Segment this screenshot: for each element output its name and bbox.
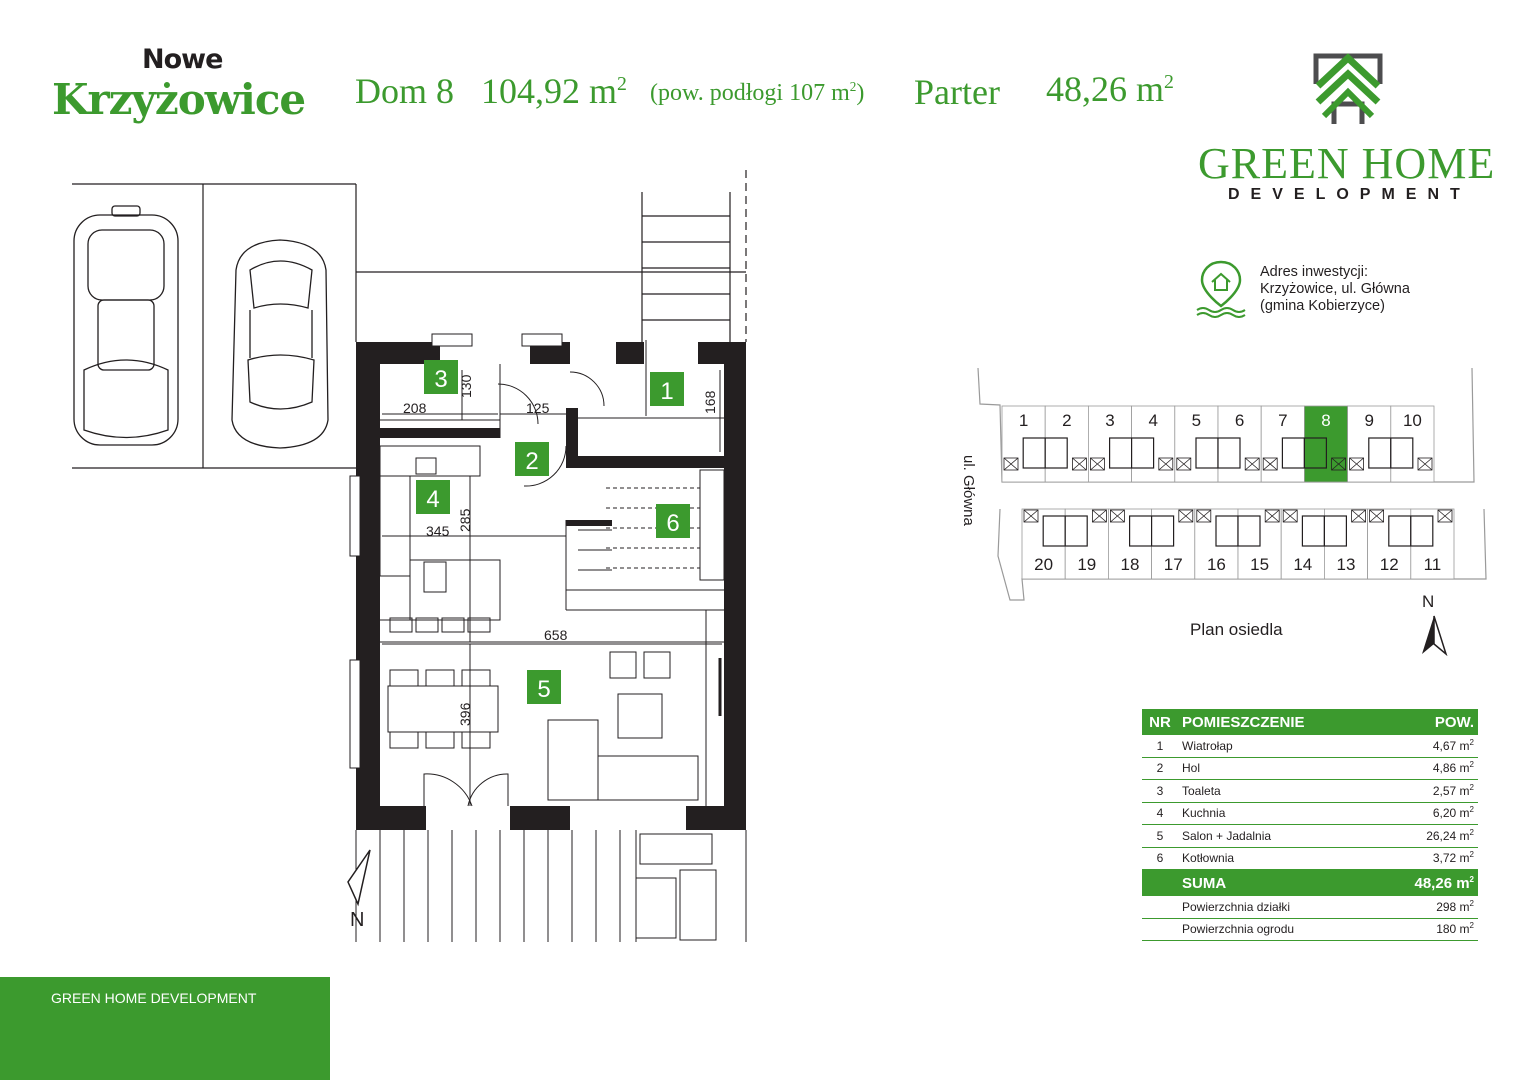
header-area: POW. (1375, 709, 1478, 735)
plot-bottom-13: 13 (1323, 508, 1368, 580)
plot-top-6: 6 (1217, 405, 1262, 483)
plot-top-5: 5 (1174, 405, 1219, 483)
plot-label: 11 (1424, 555, 1442, 574)
room-badge-2: 2 (525, 448, 538, 475)
plot-label: 20 (1034, 555, 1053, 574)
site-plan-title: Plan osiedla (1190, 620, 1283, 639)
plot-top-8: 8 (1303, 405, 1348, 483)
street-label: ul. Główna (960, 455, 977, 527)
room-badge-6: 6 (666, 510, 679, 537)
brand-prefix: Nowe (142, 44, 223, 75)
plot-top-9: 9 (1347, 405, 1392, 483)
plot-top-2: 2 (1044, 405, 1089, 483)
floor-plan: 3 1 2 4 6 5 208 125 130 168 285 345 658 … (72, 170, 747, 942)
room-badge-1: 1 (660, 378, 673, 405)
plot-label: 9 (1364, 411, 1373, 430)
plot-top-1: 1 (1001, 405, 1046, 483)
plot-label: 10 (1403, 411, 1422, 430)
plot-top-3: 3 (1087, 405, 1133, 483)
plot-label: 15 (1250, 555, 1269, 574)
plot-bottom-20: 20 (1021, 508, 1066, 580)
room-table: NR POMIESZCZENIE POW. 1 Wiatrołap 4,67 m… (1142, 709, 1478, 941)
plot-label: 19 (1077, 555, 1096, 574)
dim-396: 396 (457, 702, 473, 726)
plot-label: 14 (1293, 555, 1312, 574)
plot-label: 4 (1148, 411, 1157, 430)
plot-bottom-11: 11 (1410, 508, 1455, 580)
plot-top-7: 7 (1260, 405, 1305, 483)
table-sum-row: SUMA 48,26 m2 (1142, 869, 1478, 896)
table-row: 1 Wiatrołap 4,67 m2 (1142, 735, 1478, 758)
dim-208: 208 (403, 400, 427, 416)
dim-130: 130 (458, 374, 474, 398)
plot-label: 6 (1235, 411, 1244, 430)
dim-345: 345 (426, 523, 450, 539)
plot-bottom-14: 14 (1280, 508, 1325, 580)
company-name: GREEN HOME (1198, 139, 1496, 188)
house-number: Dom 8 (355, 71, 454, 111)
plot-bottom-18: 18 (1107, 508, 1153, 580)
plot-bottom-15: 15 (1237, 508, 1282, 580)
address-block: Adres inwestycji: Krzyżowice, ul. Główna… (1260, 264, 1410, 315)
company-subtitle: DEVELOPMENT (1228, 186, 1471, 203)
car-1-icon (73, 205, 179, 446)
address-line-1: Krzyżowice, ul. Główna (1260, 281, 1410, 297)
footer-text: GREEN HOME DEVELOPMENT (51, 990, 257, 1006)
header-nr: NR (1142, 709, 1178, 735)
dim-125: 125 (526, 400, 550, 416)
north-arrow-icon (347, 849, 371, 907)
total-area: 104,92 m2 (481, 71, 627, 111)
car-2-icon (231, 239, 329, 449)
north-label: N (350, 909, 364, 931)
location-pin-icon (1196, 260, 1246, 318)
table-header: NR POMIESZCZENIE POW. (1142, 709, 1478, 735)
footer-bar (0, 977, 330, 1080)
plot-label: 17 (1164, 555, 1183, 574)
table-row: 6 Kotłownia 3,72 m2 (1142, 847, 1478, 870)
floor-area-note: (pow. podłogi 107 m2) (650, 79, 865, 106)
plot-label: 7 (1278, 411, 1287, 430)
site-north-label: N (1422, 592, 1435, 611)
table-row: 2 Hol 4,86 m2 (1142, 757, 1478, 780)
dim-285: 285 (457, 508, 473, 532)
plot-top-4: 4 (1131, 405, 1176, 483)
plot-label: 1 (1019, 411, 1028, 430)
plot-bottom-16: 16 (1194, 508, 1239, 580)
plot-label: 2 (1062, 411, 1071, 430)
level-area: 48,26 m2 (1046, 69, 1174, 109)
table-row: 4 Kuchnia 6,20 m2 (1142, 802, 1478, 825)
table-row: Powierzchnia działki 298 m2 (1142, 896, 1478, 919)
site-north-arrow-icon (1422, 615, 1448, 656)
table-row: Powierzchnia ogrodu 180 m2 (1142, 918, 1478, 941)
brand-name: Krzyżowice (52, 75, 306, 124)
company-logo-icon (1313, 53, 1383, 124)
dim-658: 658 (544, 627, 568, 643)
room-badge-5: 5 (537, 676, 550, 703)
plot-label: 18 (1121, 555, 1140, 574)
plot-bottom-12: 12 (1367, 508, 1412, 580)
plot-bottom-19: 19 (1064, 508, 1109, 580)
room-badge-4: 4 (426, 486, 439, 513)
table-row: 5 Salon + Jadalnia 26,24 m2 (1142, 824, 1478, 848)
header-room: POMIESZCZENIE (1178, 709, 1376, 735)
plot-label: 12 (1380, 555, 1399, 574)
plot-label: 13 (1337, 555, 1356, 574)
plot-top-10: 10 (1390, 405, 1435, 483)
address-label: Adres inwestycji: (1260, 264, 1368, 280)
plot-label: 5 (1192, 411, 1201, 430)
plot-label: 8 (1321, 411, 1330, 430)
dim-168: 168 (702, 390, 718, 414)
plot-label: 16 (1207, 555, 1226, 574)
plot-bottom-17: 17 (1151, 508, 1196, 580)
table-row: 3 Toaleta 2,57 m2 (1142, 779, 1478, 803)
level-name: Parter (914, 72, 1000, 112)
room-badge-3: 3 (434, 366, 447, 393)
plot-label: 3 (1105, 411, 1114, 430)
address-line-2: (gmina Kobierzyce) (1260, 298, 1385, 314)
